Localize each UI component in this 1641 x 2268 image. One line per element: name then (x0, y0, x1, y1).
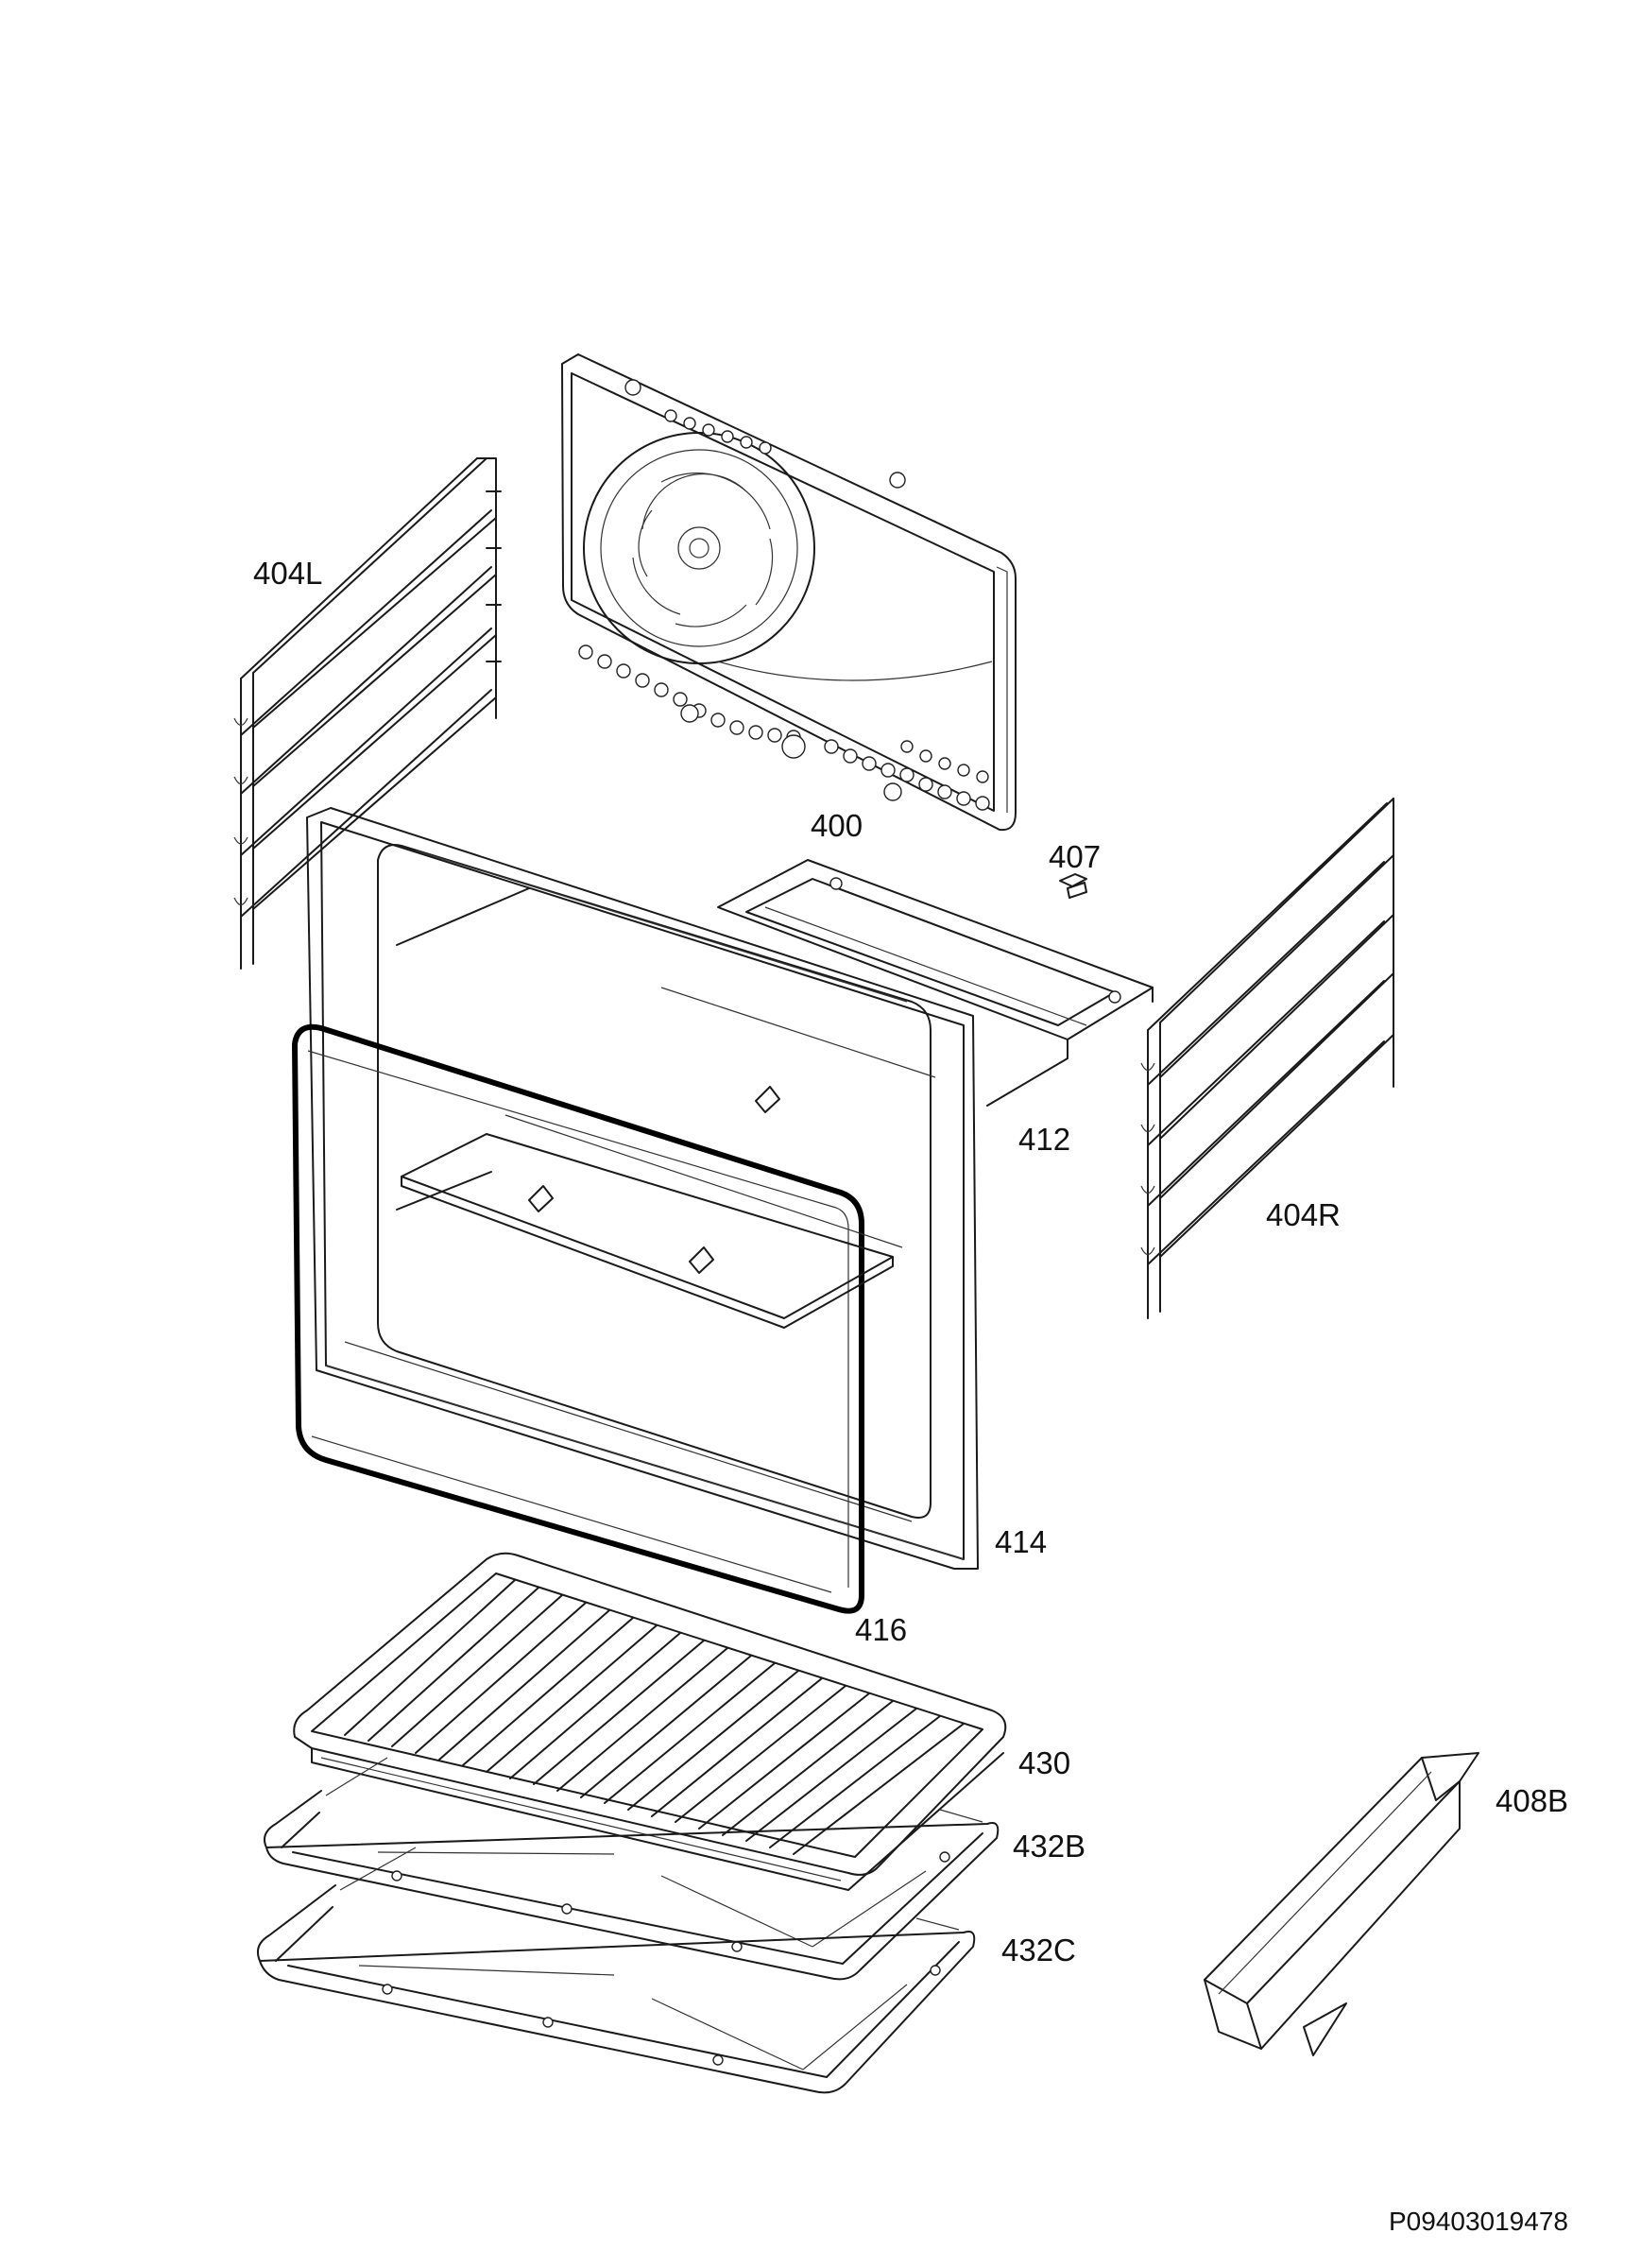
part-label-404R: 404R (1266, 1197, 1341, 1232)
tray-432C (257, 1847, 976, 2094)
part-label-432B: 432B (1013, 1829, 1086, 1864)
drawer-tray-408B (1204, 1752, 1479, 2056)
part-label-404L: 404L (253, 556, 323, 591)
part-label-432C: 432C (1001, 1933, 1076, 1967)
door-seal-416 (292, 1023, 864, 1614)
grill-rack-430 (293, 1552, 1007, 1891)
part-label-408B: 408B (1496, 1783, 1569, 1818)
part-label-430: 430 (1018, 1745, 1071, 1780)
inner-shelf (401, 987, 936, 1329)
screw-407 (1059, 873, 1087, 899)
drawing-code: P09403019478 (1389, 2207, 1568, 2236)
part-label-416: 416 (855, 1612, 908, 1647)
part-label-412: 412 (1018, 1122, 1071, 1157)
tray-432B (264, 1757, 1000, 1981)
part-label-407: 407 (1049, 839, 1102, 874)
back-panel-400 (561, 353, 1017, 832)
right-rack-404R (1140, 798, 1394, 1319)
part-label-414: 414 (995, 1524, 1048, 1559)
cavity-frame-414 (306, 807, 979, 1570)
left-rack-404L (233, 457, 502, 970)
part-label-400: 400 (811, 808, 863, 843)
top-plate-412 (717, 859, 1154, 1107)
